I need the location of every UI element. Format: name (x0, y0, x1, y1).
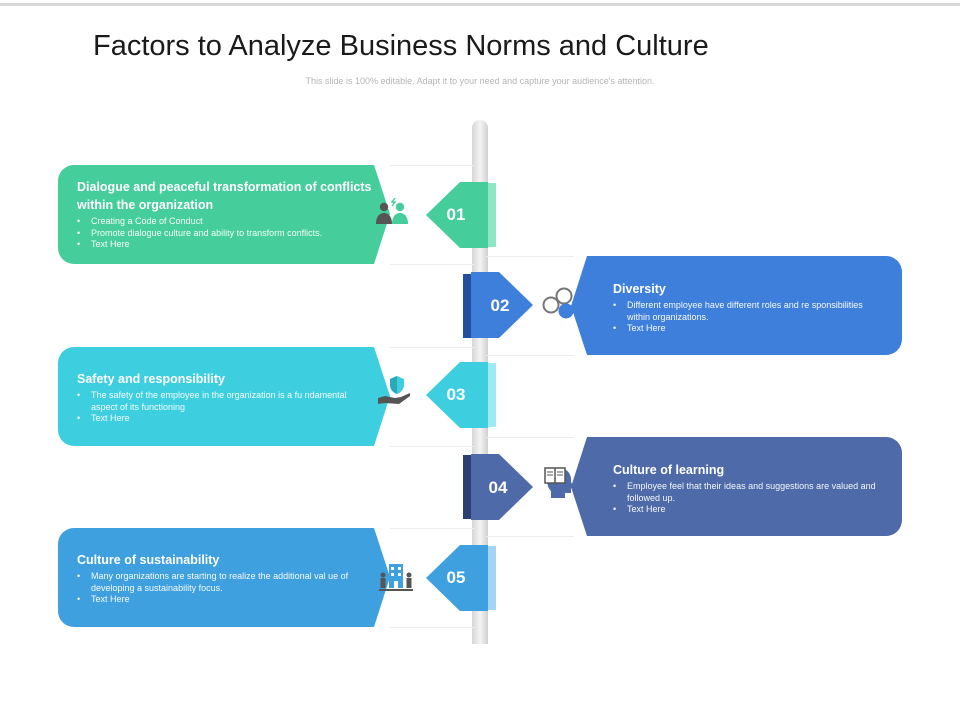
bullet-item: Different employee have different roles … (613, 300, 884, 323)
step-number-2: 02 (490, 296, 510, 315)
step-arrow-2 (471, 272, 533, 338)
step-bullets: Many organizations are starting to reali… (77, 571, 372, 606)
step-number-3: 03 (446, 385, 466, 404)
divider-line (390, 528, 474, 529)
divider-line (486, 256, 574, 257)
bullet-item: Text Here (77, 239, 372, 251)
divider-line (390, 264, 474, 265)
bullet-item: Employee feel that their ideas and sugge… (613, 481, 884, 504)
divider-line (486, 437, 574, 438)
step-card-4: Culture of learning Employee feel that t… (571, 437, 902, 536)
step-bullets: Different employee have different roles … (613, 300, 884, 335)
step-tab-1 (488, 183, 496, 247)
head-book-icon (544, 467, 574, 498)
divider-line (486, 536, 574, 537)
people-conflict-icon (376, 197, 408, 224)
diversity-circles-icon (542, 287, 574, 319)
top-rule (0, 3, 960, 6)
step-arrow-1 (426, 182, 488, 248)
slide-subtitle: This slide is 100% editable. Adapt it to… (305, 76, 655, 86)
step-card-5: Culture of sustainability Many organizat… (58, 528, 390, 627)
step-card-2: Diversity Different employee have differ… (571, 256, 902, 355)
step-arrow-3 (426, 362, 488, 428)
step-number-1: 01 (446, 205, 466, 224)
bullet-item: Promote dialogue culture and ability to … (77, 228, 372, 240)
step-bullets: The safety of the employee in the organi… (77, 390, 372, 425)
bullet-item: Many organizations are starting to reali… (77, 571, 372, 594)
step-arrow-4 (471, 454, 533, 520)
hand-shield-icon (378, 376, 410, 404)
community-building-icon (379, 564, 413, 591)
bullet-item: The safety of the employee in the organi… (77, 390, 372, 413)
step-title: Diversity (613, 282, 666, 296)
bullet-item: Text Here (77, 594, 372, 606)
divider-line (390, 627, 474, 628)
step-tab-3 (488, 363, 496, 427)
step-bullets: Creating a Code of Conduct Promote dialo… (77, 216, 372, 251)
step-tab-5 (488, 546, 496, 610)
bullet-item: Creating a Code of Conduct (77, 216, 372, 228)
step-tab-4 (463, 455, 471, 519)
step-bullets: Employee feel that their ideas and sugge… (613, 481, 884, 516)
step-title: Safety and responsibility (77, 372, 225, 386)
step-number-4: 04 (488, 478, 508, 497)
step-card-3: Safety and responsibility The safety of … (58, 347, 390, 446)
bullet-item: Text Here (613, 504, 884, 516)
divider-line (390, 446, 474, 447)
slide-title: Factors to Analyze Business Norms and Cu… (93, 30, 709, 62)
step-tab-2 (463, 274, 471, 338)
bullet-item: Text Here (77, 413, 372, 425)
divider-line (486, 355, 574, 356)
divider-line (390, 165, 474, 166)
divider-line (390, 347, 474, 348)
step-arrow-5 (426, 545, 488, 611)
step-title: Culture of learning (613, 463, 725, 477)
step-number-5: 05 (446, 568, 466, 587)
step-card-1: Dialogue and peaceful transformation of … (58, 165, 390, 264)
bullet-item: Text Here (613, 323, 884, 335)
step-title: Culture of sustainability (77, 553, 220, 567)
step-title: Dialogue and peaceful transformation of … (77, 180, 372, 212)
